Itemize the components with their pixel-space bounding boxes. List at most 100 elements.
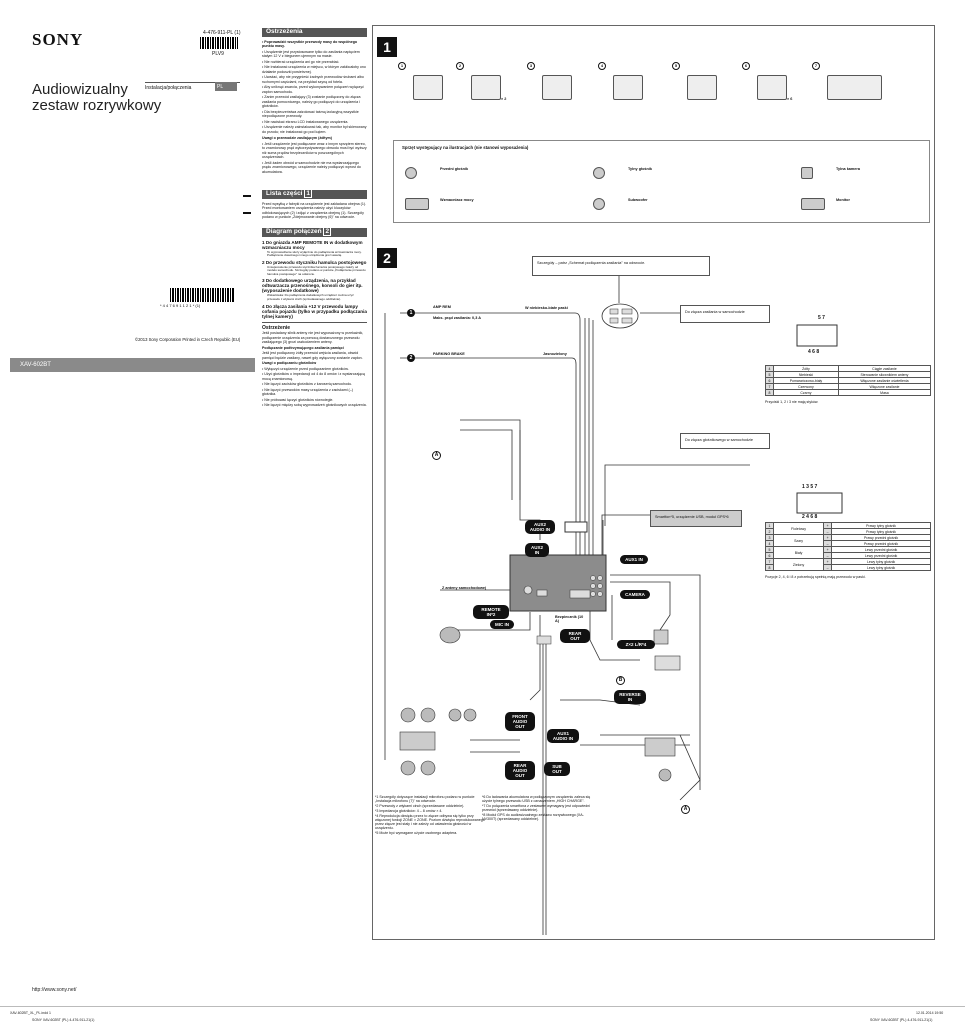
- speaker-table-note: Pozycje 2, 4, 6 i 8 z potrzebują spełnią…: [765, 575, 866, 579]
- equipment-icon: [405, 167, 417, 179]
- file-name: XAV-602BT_XL_PL.indd 1: [10, 1011, 51, 1015]
- equipment-icon: [593, 198, 605, 210]
- footnote: *1 Szczegóły dotyczące instalacji mikrof…: [375, 795, 475, 803]
- model-name: XAV-602BT: [20, 362, 51, 368]
- equipment-heading: Sprzęt występujący na ilustracjach (nie …: [402, 145, 529, 150]
- part-number-4: 4: [598, 62, 606, 70]
- rear-out-label: REAR OUT: [560, 629, 590, 643]
- rear-audio-out-label: REAR AUDIO OUT: [505, 761, 535, 780]
- bullet-item: • Użyć głośników o impedancji od 4 do 8 …: [262, 372, 365, 381]
- part-3-icon: [542, 75, 572, 100]
- title-line-2: zestaw rozrywkowy: [32, 97, 162, 114]
- parts-section: Lista części 1 Przed wysyłką z fabryki n…: [262, 189, 367, 221]
- bullet-item: • Urządzenie jest przystosowane tylko do…: [262, 49, 360, 59]
- part-number-7: 7: [812, 62, 820, 70]
- antenna-label: Z anteny samochodowej: [442, 586, 487, 590]
- bullet-item: • Jeśli żaden obwód w samochodzie nie ma…: [262, 160, 361, 174]
- power-pin-diagram: [796, 324, 838, 347]
- table-cell: Lewy tylny głośnik: [831, 564, 931, 571]
- amp-current-label: Maks. prąd zasilania: 0,3 A: [433, 316, 481, 320]
- part-number-5: 5: [672, 62, 680, 70]
- bullet-item: • Aby uniknąć zwarcia, przed wykonywanie…: [262, 85, 364, 94]
- rear-camera-icon: [653, 629, 669, 645]
- diagram-step-title: 4 Do złącza zasilania +12 V przewodu lam…: [262, 303, 367, 319]
- warnings-section: Ostrzeżenia • Poprowadzić wszystkie prze…: [262, 28, 367, 175]
- equipment-label: Przedni głośnik: [440, 167, 469, 171]
- table-cell: –: [823, 564, 833, 571]
- print-code-left: SONY XAV-602BT (PL) 4-476-911-21(1): [32, 1018, 95, 1022]
- bullet-item: • Uważać, aby nie przygnieść żadnych prz…: [262, 75, 364, 84]
- website-link[interactable]: http://www.sony.net/: [32, 987, 77, 993]
- part-1-icon: [413, 75, 443, 100]
- part-number-6: 6: [742, 62, 750, 70]
- pins2-top: 1 3 5 7: [802, 484, 818, 490]
- table-cell: Fioletowy: [772, 522, 825, 535]
- amp-rem-label: AMP REM: [433, 305, 451, 309]
- diagram-step-note: Wskazówka: Do podłączenia dodatkowych ur…: [267, 293, 354, 302]
- part-2-icon: [471, 75, 501, 100]
- bullet-item: • Wyłączyć urządzenie przed podłączaniem…: [262, 366, 349, 371]
- camera-label: CAMERA: [620, 590, 650, 599]
- title-line-1: Audiowizualny: [32, 81, 128, 98]
- power-connector-box: Do złącza zasilania w samochodzie: [680, 305, 770, 323]
- bullet-item: • Nie łączyć przewodów masy urządzenia z…: [262, 387, 353, 397]
- bullet-item: • Poprowadzić wszystkie przewody masy do…: [262, 39, 358, 49]
- equipment-icon: [801, 167, 813, 179]
- part-5-icon: [687, 75, 717, 100]
- footnote: *2 Przewody z wtykami cinch (sprzedawane…: [375, 804, 465, 808]
- fuse-label: Bezpiecznik (10 A): [555, 615, 584, 623]
- footnote: *4 Reprodukcja dźwięku przez to złącze o…: [375, 814, 485, 830]
- monitor-icon: [654, 655, 681, 671]
- head-unit-rear: [509, 554, 607, 612]
- diagram-step-title: 3 Do dodatkowego urządzenia, na przykład…: [262, 278, 363, 294]
- speaker-pin-diagram: [796, 492, 843, 514]
- marker-a-bottom: A: [681, 805, 690, 814]
- diagram-step: 2 Do przewodu styczniku hamulca postojow…: [262, 260, 367, 277]
- section-2-number: 2: [377, 248, 397, 268]
- power-connector: [601, 303, 639, 329]
- warnings-heading: Ostrzeżenia: [262, 28, 367, 37]
- table-cell: 8: [765, 389, 774, 396]
- marker-2: 2: [407, 354, 415, 362]
- parking-brake-label: PARKING BRAKE: [433, 352, 465, 356]
- part-quantity: × 2: [501, 97, 507, 101]
- equipment-label: Subwoofer: [628, 198, 648, 202]
- equipment-icon: [801, 198, 825, 210]
- footnotes-left: *1 Szczegóły dotyczące instalacji mikrof…: [375, 795, 490, 836]
- barcode-label: PLV9: [212, 51, 224, 57]
- caution-heading: Ostrzeżenie: [262, 324, 291, 331]
- fold-mark: [243, 195, 251, 197]
- table-cell: 8: [765, 564, 774, 571]
- print-date: 12.01.2014 19:50: [916, 1011, 944, 1015]
- table-cell: Biały: [772, 546, 825, 559]
- parking-wire-color: Jasnozielony: [543, 352, 567, 356]
- fold-mark: [243, 212, 251, 214]
- front-speaker-icon: [400, 707, 416, 723]
- marker-1: 1: [407, 309, 415, 317]
- diagram-heading: Diagram połączeń 2: [262, 227, 367, 237]
- part-6-icon: [757, 75, 787, 100]
- equipment-box: [393, 140, 930, 223]
- memory-heading: Podłączanie podtrzymującego zasilania pa…: [262, 345, 344, 350]
- footnotes-right: *6 Do ładowania akumulatora w podłączony…: [482, 795, 592, 822]
- caution-text: Jeśli posiadany silnik anteny nie jest w…: [262, 331, 364, 345]
- mic-in-label: MIC IN: [490, 620, 514, 629]
- diagram-step: 3 Do dodatkowego urządzenia, na przykład…: [262, 278, 367, 301]
- equipment-label: Tylny głośnik: [628, 167, 652, 171]
- amplifier-icon: [644, 737, 676, 757]
- harness-connector: [564, 521, 588, 533]
- footnote: *5 Może być wymagane użycie osobnego ada…: [375, 831, 458, 835]
- part-code: 4-476-911-PL (1): [203, 30, 241, 36]
- section-1-number: 1: [377, 37, 397, 57]
- power-heading: Uwagi o przewodzie zasilającym (żółtym): [262, 136, 332, 140]
- bullet-item: • Nie łączyć między sobą wyprowadzeń gło…: [262, 403, 367, 408]
- bullet-item: • Nie rozbierać urządzenia ani go nie pr…: [262, 59, 340, 64]
- equipment-icon: [405, 198, 429, 210]
- part-number-3: 3: [527, 62, 535, 70]
- speaker-connector-box: Do złącza głośnikowego w samochodzie: [680, 433, 770, 449]
- bullet-item: • Nie łączyć zacisków głośników z karose…: [262, 382, 353, 387]
